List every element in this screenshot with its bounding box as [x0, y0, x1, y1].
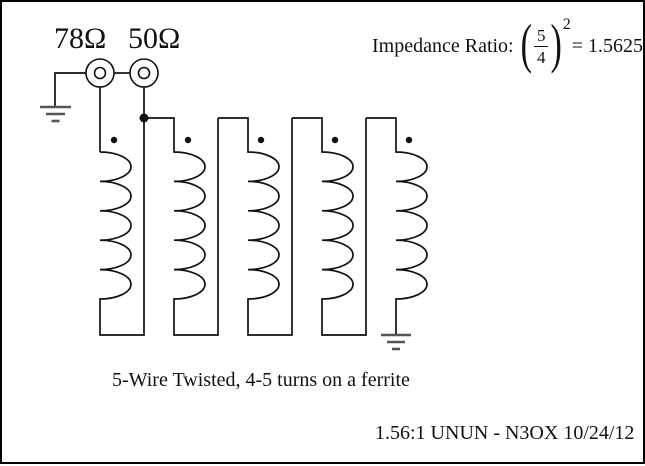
polarity-dot-2: [184, 136, 192, 144]
coil-winding-1: [99, 87, 145, 336]
rf-terminal-78: [85, 58, 115, 88]
ground-symbol-right: [381, 333, 411, 351]
polarity-dots: [110, 136, 413, 144]
polarity-dot-5: [405, 136, 413, 144]
squared-exponent: 2: [562, 16, 571, 33]
junction-dot: [139, 113, 149, 123]
coil-winding-2: [144, 117, 219, 336]
polarity-dot-3: [257, 136, 265, 144]
ratio-result: = 1.5625: [571, 34, 644, 57]
terminal-inner-ring: [137, 66, 151, 80]
open-paren: (: [520, 15, 532, 76]
polarity-dot-4: [331, 136, 339, 144]
polarity-dot-1: [110, 136, 118, 144]
impedance-ratio-formula: Impedance Ratio: ( 5 4 ) 2 = 1.5625: [372, 16, 643, 76]
impedance-ratio-label: Impedance Ratio:: [372, 34, 514, 57]
coil-winding-5: [366, 117, 428, 335]
coil-winding-3: [218, 117, 293, 336]
winding-note: 5-Wire Twisted, 4-5 turns on a ferrite: [112, 369, 410, 391]
port-label-78-ohm: 78Ω: [54, 22, 107, 55]
wire-terminal-to-ground: [54, 72, 86, 106]
port-label-50-ohm: 50Ω: [128, 22, 181, 55]
turns-ratio-fraction: 5 4: [533, 26, 549, 67]
close-paren: ): [550, 15, 562, 76]
fraction-numerator: 5: [533, 26, 549, 47]
terminal-inner-ring: [93, 66, 107, 80]
fraction-denominator: 4: [536, 47, 546, 67]
footer-title: 1.56:1 UNUN - N3OX 10/24/12: [375, 422, 635, 444]
ground-symbol-left: [40, 105, 71, 123]
coil-winding-4: [292, 117, 367, 336]
rf-terminal-50: [129, 58, 159, 88]
